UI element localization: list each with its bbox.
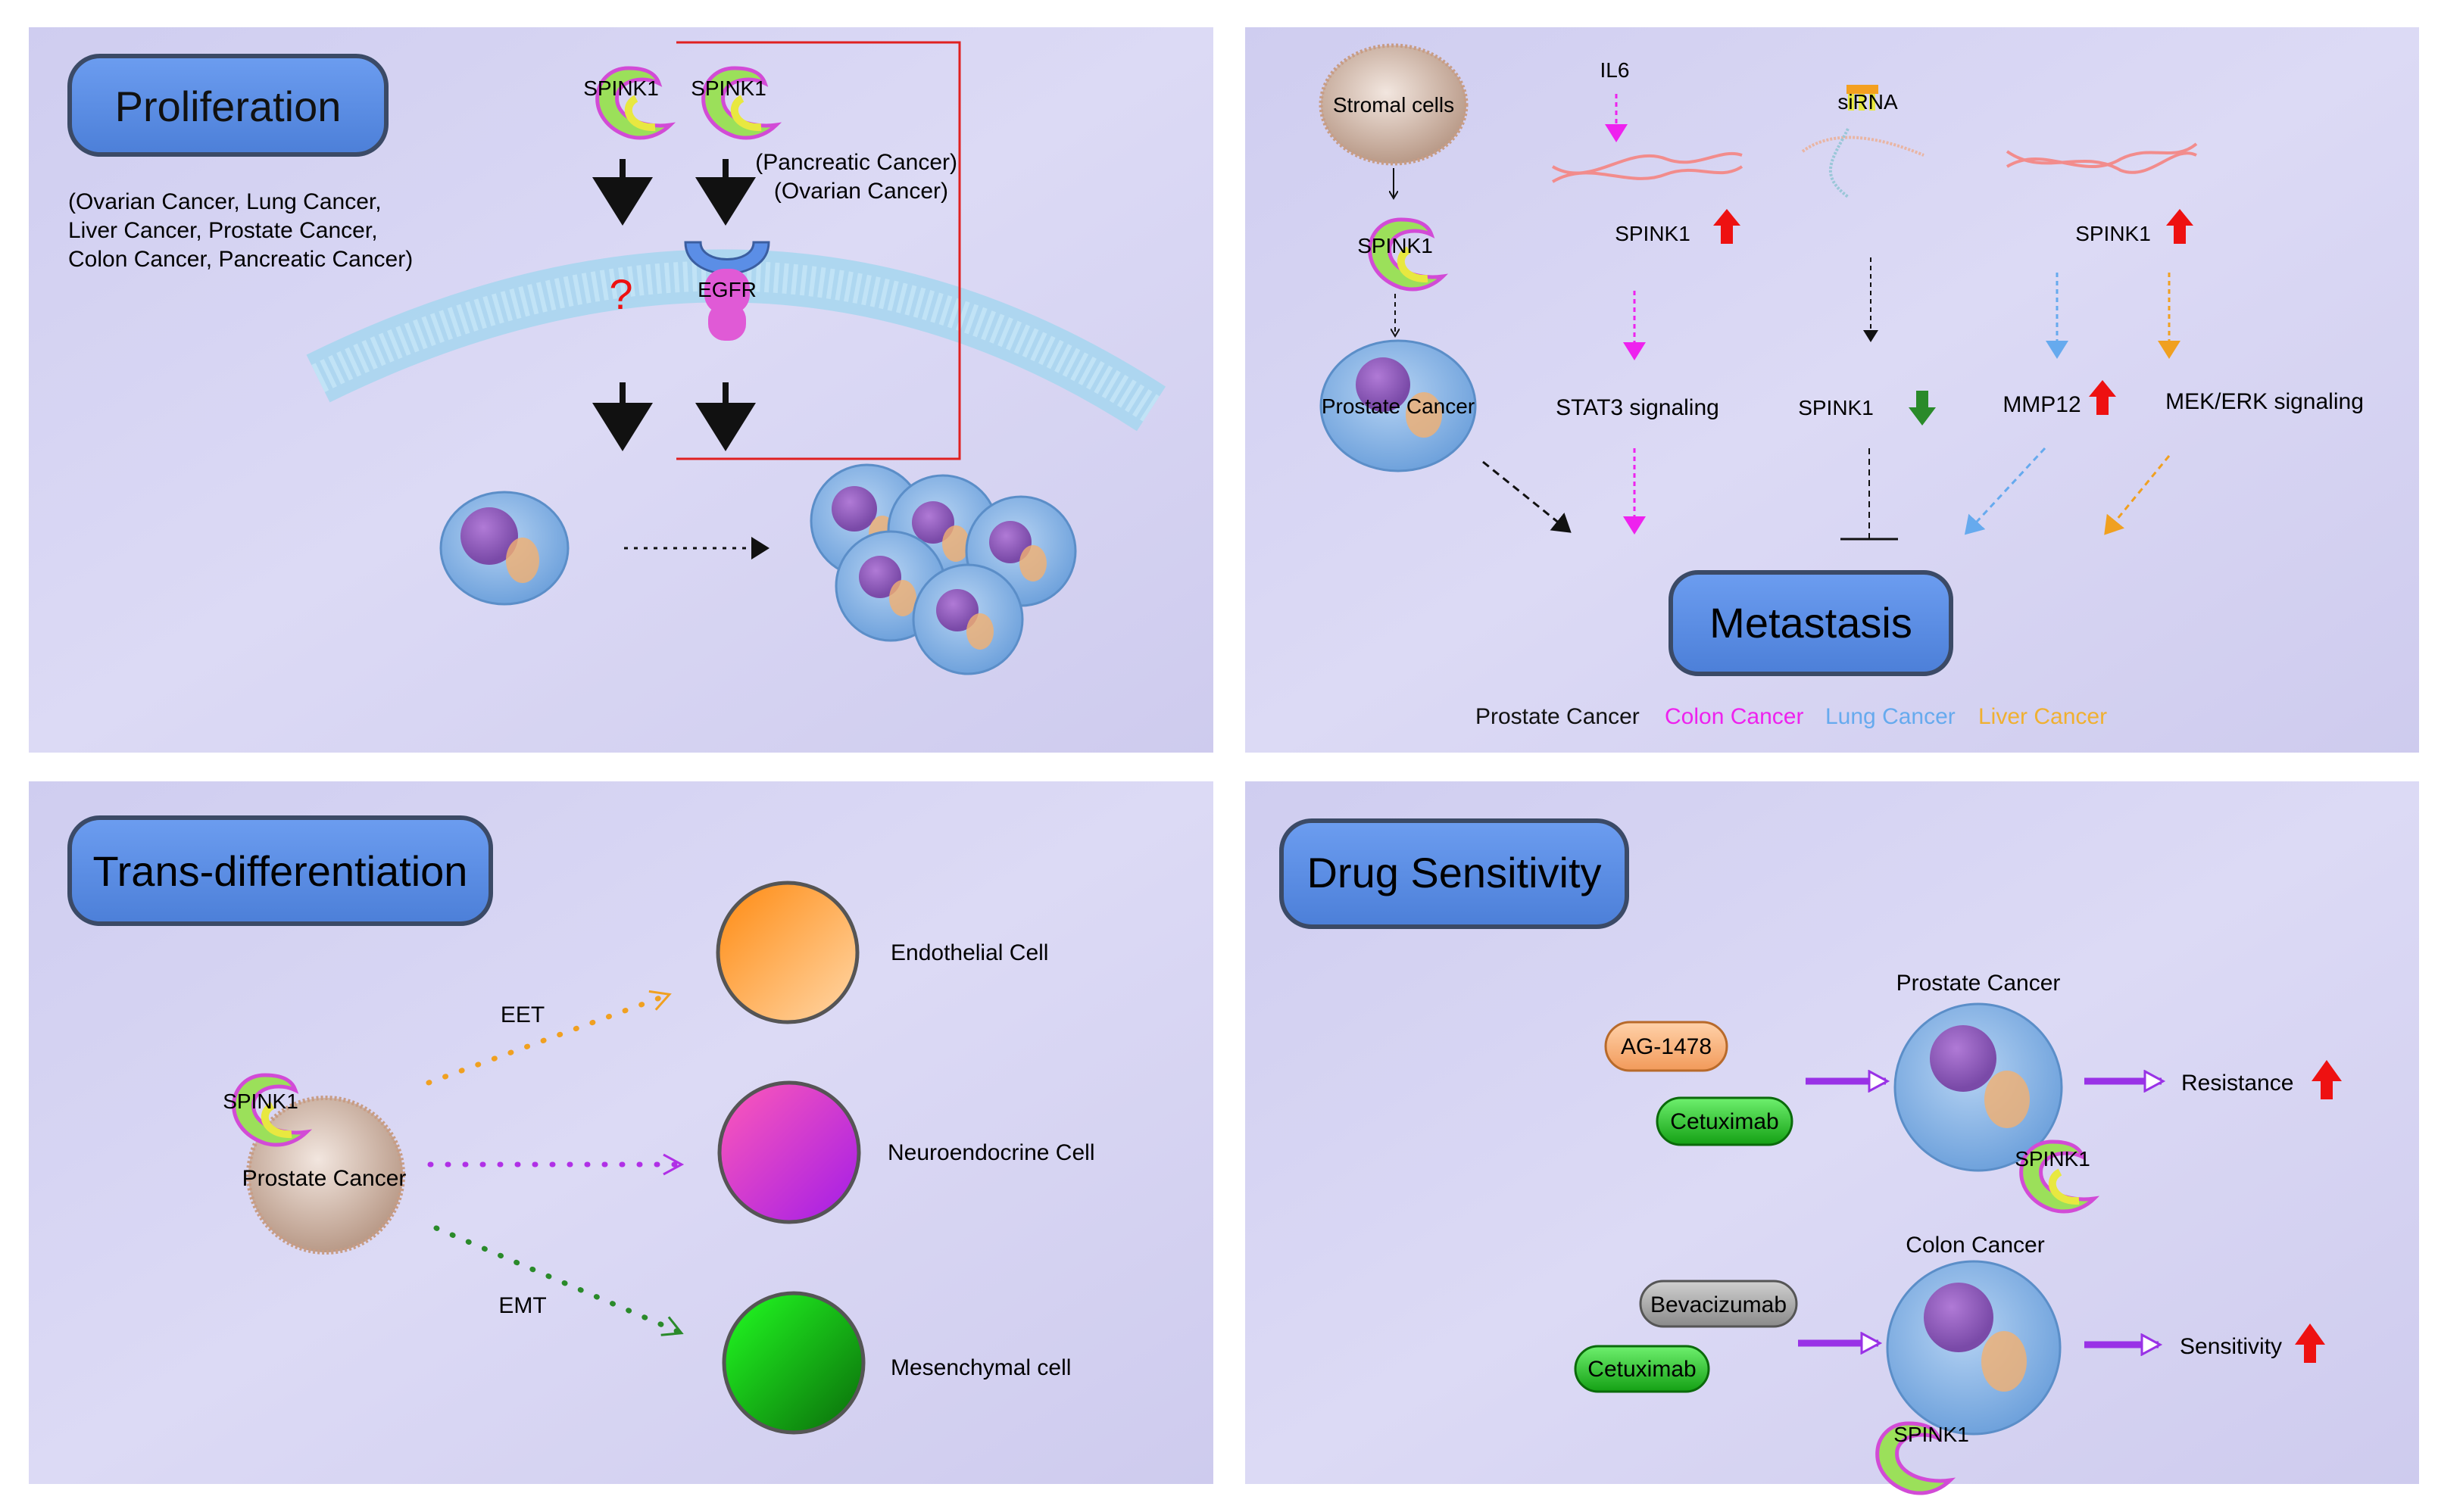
pill-cetuximab: Cetuximab (1574, 1345, 1710, 1393)
legend-liver: Liver Cancer (1978, 704, 2107, 729)
spink1-protein-icon (1368, 217, 1449, 291)
prostate-cancer-cell (1893, 1002, 2063, 1172)
il6-label: IL6 (1600, 58, 1630, 82)
title-box-drug-sensitivity: Drug Sensitivity (1279, 818, 1629, 929)
unknown-mechanism-mark: ? (609, 270, 632, 318)
spink1-protein-icon (232, 1073, 313, 1147)
egfr-cancer-line: (Pancreatic Cancer) (755, 150, 957, 175)
resistance-label: Resistance (2181, 1071, 2293, 1096)
pill-ag1478: AG-1478 (1604, 1021, 1728, 1072)
emt-label: EMT (498, 1293, 546, 1318)
stromal-cell (1319, 43, 1469, 166)
panel-title: Proliferation (115, 83, 342, 130)
membrane-texture (311, 260, 1160, 422)
spink1-protein-icon (2019, 1139, 2100, 1214)
colon-cancer-cell (1886, 1260, 2062, 1436)
drug-name: Bevacizumab (1650, 1292, 1787, 1317)
spink1-protein-icon (1875, 1421, 1956, 1495)
up-arrow-icon (2312, 1060, 2342, 1099)
dna-strand-icon (1551, 152, 1743, 183)
sirna-label: siRNA (1837, 90, 1898, 114)
legend-lung: Lung Cancer (1825, 704, 1956, 729)
down-arrow-icon (1909, 391, 1936, 426)
cancer-list-line: Colon Cancer, Pancreatic Cancer) (68, 247, 413, 272)
cell-cluster (810, 463, 1077, 675)
mesenchymal-cell (722, 1291, 866, 1435)
stat3-label: STAT3 signaling (1556, 395, 1719, 420)
prostate-cancer-cell (1319, 339, 1477, 472)
sirna-icon (1801, 85, 1924, 198)
drug-name: AG-1478 (1621, 1034, 1712, 1059)
spink1-label: SPINK1 (691, 76, 766, 100)
panel-title: Metastasis (1709, 599, 1912, 647)
cancer-color-legend: Prostate Cancer Colon Cancer Lung Cancer… (1475, 704, 2107, 729)
panel-transdifferentiation: Trans-differentiation SPINK1 Prostate Ca… (29, 781, 1213, 1484)
spink1-label: SPINK1 (1357, 234, 1433, 257)
panel-title: Trans-differentiation (93, 847, 468, 895)
pill-cetuximab: Cetuximab (1656, 1096, 1793, 1146)
colon-cancer-label: Colon Cancer (1906, 1233, 2044, 1258)
egfr-receptor-icon (684, 241, 770, 341)
tumor-cell (439, 491, 570, 606)
prostate-cancer-label: Prostate Cancer (1322, 394, 1475, 418)
arrow-to-metastasis (1482, 460, 1572, 533)
mesenchymal-label: Mesenchymal cell (891, 1355, 1071, 1380)
spink1-label: SPINK1 (1615, 222, 1690, 245)
spink1-protein-icon (595, 66, 676, 140)
arrow-to-metastasis (2104, 455, 2171, 535)
prostate-cancer-label: Prostate Cancer (242, 1166, 407, 1191)
up-arrow-icon (2089, 380, 2116, 415)
sensitivity-label: Sensitivity (2180, 1334, 2282, 1359)
stromal-cells-label: Stromal cells (1333, 93, 1454, 117)
endothelial-cell (716, 881, 860, 1024)
legend-colon: Colon Cancer (1665, 704, 1803, 729)
spink1-label: SPINK1 (223, 1090, 298, 1113)
neuroendocrine-cell (717, 1080, 861, 1224)
mmp12-label: MMP12 (2003, 392, 2081, 417)
up-arrow-icon (2295, 1323, 2325, 1363)
title-box-metastasis: Metastasis (1669, 570, 1953, 676)
endothelial-label: Endothelial Cell (891, 940, 1048, 965)
spink1-label: SPINK1 (2075, 222, 2151, 245)
pill-bevacizumab: Bevacizumab (1639, 1280, 1798, 1328)
spink1-label: SPINK1 (2015, 1147, 2090, 1171)
egfr-pathway-box (676, 41, 961, 460)
egfr-cancer-line: (Ovarian Cancer) (774, 179, 948, 204)
legend-prostate: Prostate Cancer (1475, 704, 1640, 729)
cancer-list-line: Liver Cancer, Prostate Cancer, (68, 218, 378, 243)
spink1-label: SPINK1 (1893, 1423, 1969, 1446)
panel-proliferation: Proliferation (Ovarian Cancer, Lung Canc… (29, 27, 1213, 753)
up-arrow-icon (1713, 209, 1740, 244)
dna-strand-icon (2006, 142, 2198, 174)
drug-name: Cetuximab (1587, 1357, 1696, 1382)
panel-drug-sensitivity: Drug Sensitivity Prostate Cancer AG-1478… (1245, 781, 2419, 1495)
arrow-to-metastasis (1964, 447, 2046, 535)
title-box-transdifferentiation: Trans-differentiation (67, 815, 493, 926)
drug-name: Cetuximab (1670, 1109, 1778, 1134)
neuroendocrine-label: Neuroendocrine Cell (888, 1140, 1095, 1165)
title-box-proliferation: Proliferation (67, 54, 389, 157)
panel-metastasis: Stromal cells SPINK1 Prostate Cancer IL6… (1245, 27, 2419, 753)
mek-erk-label: MEK/ERK signaling (2165, 389, 2364, 414)
spink1-protein-icon (701, 66, 782, 140)
cancer-list-line: (Ovarian Cancer, Lung Cancer, (68, 189, 382, 214)
panel-title: Drug Sensitivity (1306, 849, 1601, 896)
spink1-label: SPINK1 (1798, 396, 1874, 419)
spink1-label: SPINK1 (583, 76, 659, 100)
up-arrow-icon (2166, 209, 2193, 244)
eet-label: EET (501, 1002, 545, 1027)
prostate-cancer-label: Prostate Cancer (1896, 971, 2061, 996)
egfr-label: EGFR (698, 278, 757, 301)
